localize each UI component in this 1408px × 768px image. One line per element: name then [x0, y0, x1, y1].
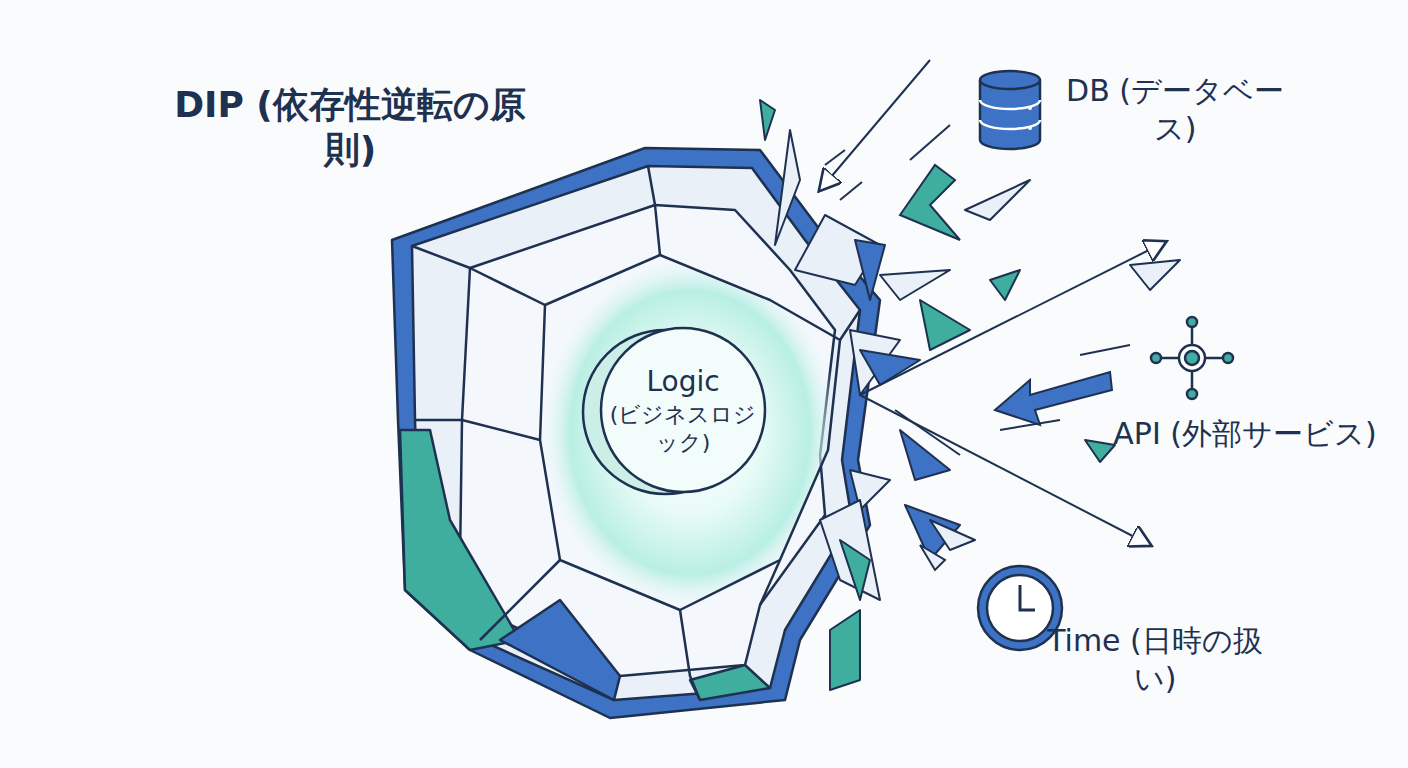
icon-label: Time (日時の扱い) — [1030, 622, 1280, 697]
shield — [392, 148, 880, 718]
logic-core — [583, 328, 765, 494]
logic-circle: Logic(ビジネスロジック) — [608, 364, 758, 456]
node-heading: Logic — [646, 364, 719, 399]
api-icon — [1151, 317, 1233, 399]
icon-label: API (外部サービス) — [1110, 415, 1380, 453]
impact-arrows — [820, 60, 1165, 570]
icon-label: DB (データベース) — [1050, 72, 1300, 147]
database-icon — [980, 71, 1040, 149]
node-subtext: (ビジネスロジック) — [608, 401, 758, 456]
shards — [760, 100, 1180, 690]
diagram-title: DIP (依存性逆転の原則) — [150, 82, 550, 172]
